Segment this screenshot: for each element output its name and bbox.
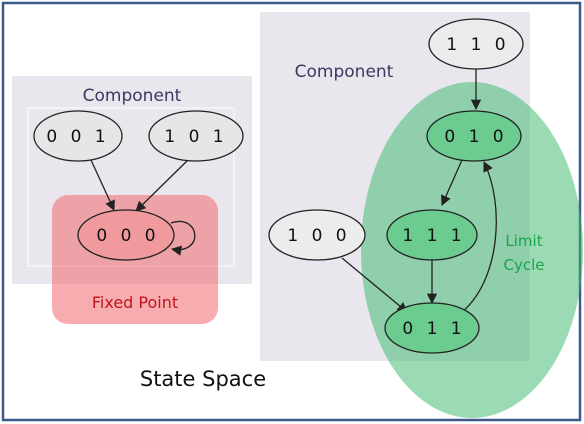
node-111: 1 1 1: [386, 209, 478, 261]
node-001: 0 0 1: [33, 110, 123, 162]
svg-text:1 0 1: 1 0 1: [164, 127, 227, 147]
edge-001-000: [90, 159, 115, 211]
component-left-label: Component: [83, 86, 182, 106]
component-right-label: Component: [295, 62, 394, 82]
svg-text:1 0 0: 1 0 0: [287, 226, 350, 246]
limit-cycle-label-line1: Limit: [505, 232, 542, 250]
svg-text:1 1 1: 1 1 1: [402, 226, 465, 246]
node-110: 1 1 0: [428, 18, 524, 70]
svg-text:0 0 1: 0 0 1: [46, 127, 109, 147]
node-011: 0 1 1: [384, 302, 480, 354]
fixed-point-label: Fixed Point: [92, 293, 178, 312]
diagram-title: State Space: [140, 367, 266, 391]
node-010: 0 1 0: [426, 110, 522, 162]
edge-100-011: [341, 257, 408, 313]
node-100: 1 0 0: [268, 209, 366, 261]
edge-000-000-selfloop: [170, 220, 196, 256]
svg-text:0 0 0: 0 0 0: [96, 226, 159, 246]
node-000: 0 0 0: [77, 209, 175, 261]
edge-010-111: [441, 159, 463, 206]
svg-text:1 1 0: 1 1 0: [446, 35, 509, 55]
svg-text:0 1 0: 0 1 0: [444, 127, 507, 147]
edge-101-000: [135, 159, 189, 212]
limit-cycle-label-line2: Cycle: [504, 256, 545, 274]
svg-text:0 1 1: 0 1 1: [402, 319, 465, 339]
node-101: 1 0 1: [148, 110, 244, 162]
edge-011-010: [461, 161, 497, 313]
